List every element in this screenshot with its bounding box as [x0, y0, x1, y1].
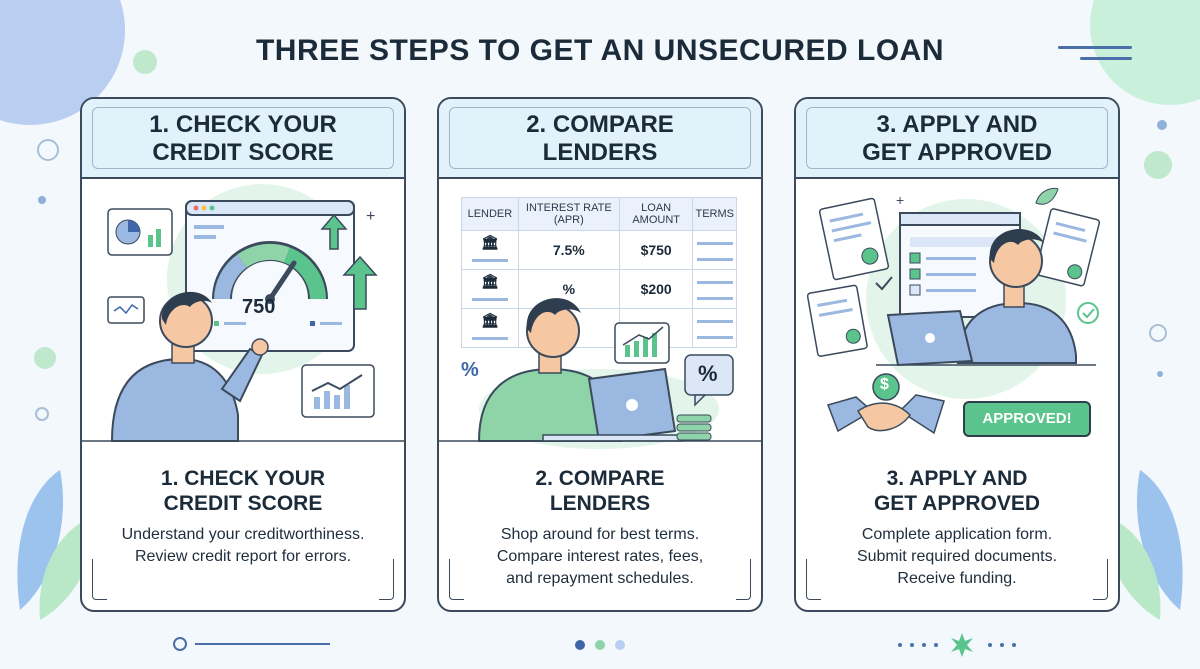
lender-comparison-table: LENDER INTEREST RATE (APR) LOAN AMOUNT T…: [461, 197, 737, 348]
step-3-heading-line1: 3. APPLY AND: [886, 467, 1028, 490]
card-corner-right: [1093, 559, 1108, 600]
table-cell-rate: 7.5%: [517, 230, 620, 270]
table-row: 🏛 7.5% $750: [461, 230, 737, 270]
compare-lenders-illustration: LENDER INTEREST RATE (APR) LOAN AMOUNT T…: [439, 179, 761, 451]
bank-icon: 🏛: [481, 272, 499, 289]
step-2-heading-line1: 2. COMPARE: [535, 467, 665, 490]
step-2-heading-line2: LENDERS: [549, 492, 651, 515]
dollar-coin-text: $: [880, 376, 889, 393]
percent-floating-text: %: [461, 359, 479, 381]
step-1-heading-line1: 1. CHECK YOUR: [160, 467, 326, 490]
card-corner-left: [806, 559, 821, 600]
credit-score-graphic: +: [82, 184, 404, 442]
step-3-header: 3. APPLY AND GET APPROVED: [796, 99, 1118, 179]
apply-approved-graphic: +: [806, 187, 1101, 435]
step-2-header-line2: LENDERS: [542, 139, 658, 166]
step-3-heading-line2: GET APPROVED: [873, 492, 1041, 515]
step-3-heading: 3. APPLY AND GET APPROVED: [796, 466, 1118, 516]
table-header-terms: TERMS: [692, 197, 737, 231]
lender-person-graphic: [439, 298, 761, 449]
step-2-header: 2. COMPARE LENDERS: [439, 99, 761, 179]
card-corner-right: [736, 559, 751, 600]
step-3-desc-line3: Receive funding.: [897, 570, 1017, 587]
approved-badge: APPROVED!: [963, 401, 1091, 437]
step-card-1: 1. CHECK YOUR CREDIT SCORE: [80, 97, 406, 612]
page-title: THREE STEPS TO GET AN UNSECURED LOAN: [255, 34, 945, 67]
step-3-desc-line1: Complete application form.: [861, 526, 1053, 543]
step-2-description: Shop around for best terms. Compare inte…: [443, 524, 757, 590]
step-2-desc-line1: Shop around for best terms.: [500, 526, 700, 543]
svg-text:+: +: [896, 192, 904, 208]
step-3-header-line2: GET APPROVED: [862, 139, 1052, 166]
bank-icon: 🏛: [481, 233, 499, 250]
table-row: 🏛 % $200: [461, 269, 737, 309]
bank-icon: 🏛: [481, 311, 499, 328]
step-2-header-line1: 2. COMPARE: [526, 111, 674, 138]
step-2-desc-line3: and repayment schedules.: [506, 570, 694, 587]
svg-text:+: +: [366, 208, 375, 225]
table-header-rate: INTEREST RATE (APR): [517, 197, 620, 231]
step-3-description: Complete application form. Submit requir…: [800, 524, 1114, 590]
step-2-desc-line2: Compare interest rates, fees,: [496, 548, 704, 565]
step-card-3: 3. APPLY AND GET APPROVED: [794, 97, 1120, 612]
step-3-desc-line2: Submit required documents.: [856, 548, 1058, 565]
step-1-header-line1: 1. CHECK YOUR: [149, 111, 337, 138]
table-cell-amount: $200: [618, 269, 694, 309]
step-1-heading-line2: CREDIT SCORE: [163, 492, 323, 515]
step-1-desc-line2: Review credit report for errors.: [134, 548, 352, 565]
credit-score-illustration: + 750: [82, 179, 404, 451]
step-1-header: 1. CHECK YOUR CREDIT SCORE: [82, 99, 404, 179]
step-1-description: Understand your creditworthiness. Review…: [86, 524, 400, 568]
step-1-header-line2: CREDIT SCORE: [152, 139, 334, 166]
credit-score-value: 750: [242, 296, 276, 318]
card-corner-right: [379, 559, 394, 600]
step-3-header-line1: 3. APPLY AND: [876, 111, 1038, 138]
card-corner-left: [449, 559, 464, 600]
apply-approved-illustration: + $ APPROVED: [796, 179, 1118, 451]
step-2-heading: 2. COMPARE LENDERS: [439, 466, 761, 516]
percent-bubble-text: %: [698, 361, 718, 386]
step-card-2: 2. COMPARE LENDERS LENDER INTEREST RATE …: [437, 97, 763, 612]
title-decor-lines: [1058, 46, 1132, 68]
step-1-desc-line1: Understand your creditworthiness.: [121, 526, 365, 543]
card-corner-left: [92, 559, 107, 600]
step-1-heading: 1. CHECK YOUR CREDIT SCORE: [82, 466, 404, 516]
